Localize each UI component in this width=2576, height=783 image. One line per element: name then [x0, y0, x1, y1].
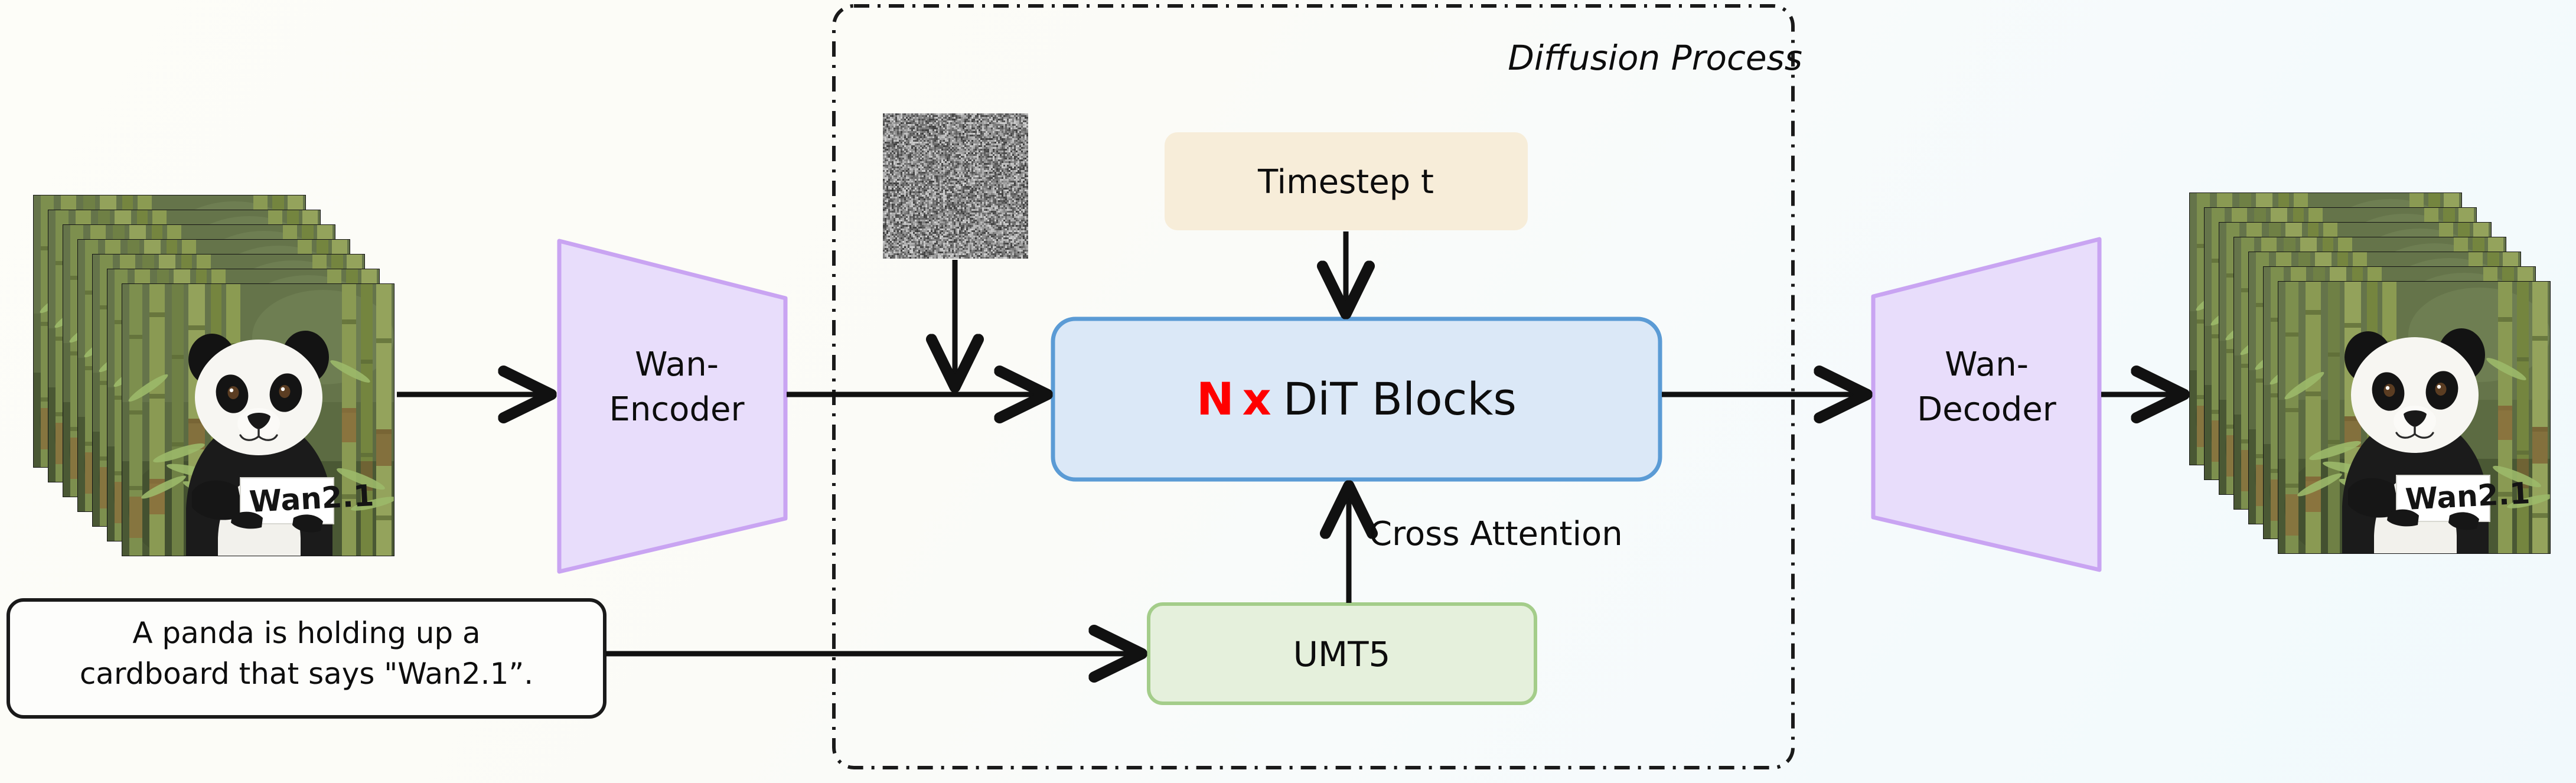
input-video-frames [33, 195, 394, 556]
timestep-label: Timestep t [1257, 163, 1434, 201]
prompt-line-2: cardboard that says "Wan2.1”. [80, 657, 533, 691]
video-frame-front [122, 283, 394, 556]
diffusion-process-label: Diffusion Process [1508, 38, 1802, 78]
noise-pixels [883, 113, 1028, 259]
umt5-box[interactable]: UMT5 [1147, 602, 1537, 705]
wan-decoder-line-2: Decoder [1917, 390, 2057, 429]
wan-decoder-line-1: Wan- [1945, 345, 2029, 384]
output-video-frames [2189, 193, 2551, 554]
dit-times-symbol: x [1243, 373, 1271, 425]
diffusion-process-group: Diffusion Process [832, 4, 1802, 769]
dit-n-accent: N [1196, 373, 1234, 425]
timestep-box[interactable]: Timestep t [1165, 132, 1528, 230]
cross-attention-label: Cross Attention [1369, 515, 1623, 553]
wan-encoder-line-1: Wan- [635, 345, 719, 384]
gaussian-noise-latent [883, 113, 1028, 259]
prompt-line-1: A panda is holding up a [132, 616, 480, 650]
out-frame-front [2278, 281, 2551, 554]
text-prompt[interactable]: A panda is holding up a cardboard that s… [6, 598, 606, 719]
wan-encoder[interactable]: Wan- Encoder [557, 239, 788, 574]
umt5-label: UMT5 [1293, 634, 1391, 674]
wan-decoder[interactable]: Wan- Decoder [1871, 237, 2102, 572]
wan-encoder-line-2: Encoder [609, 390, 745, 429]
dit-blocks-label: DiT Blocks [1283, 373, 1517, 425]
